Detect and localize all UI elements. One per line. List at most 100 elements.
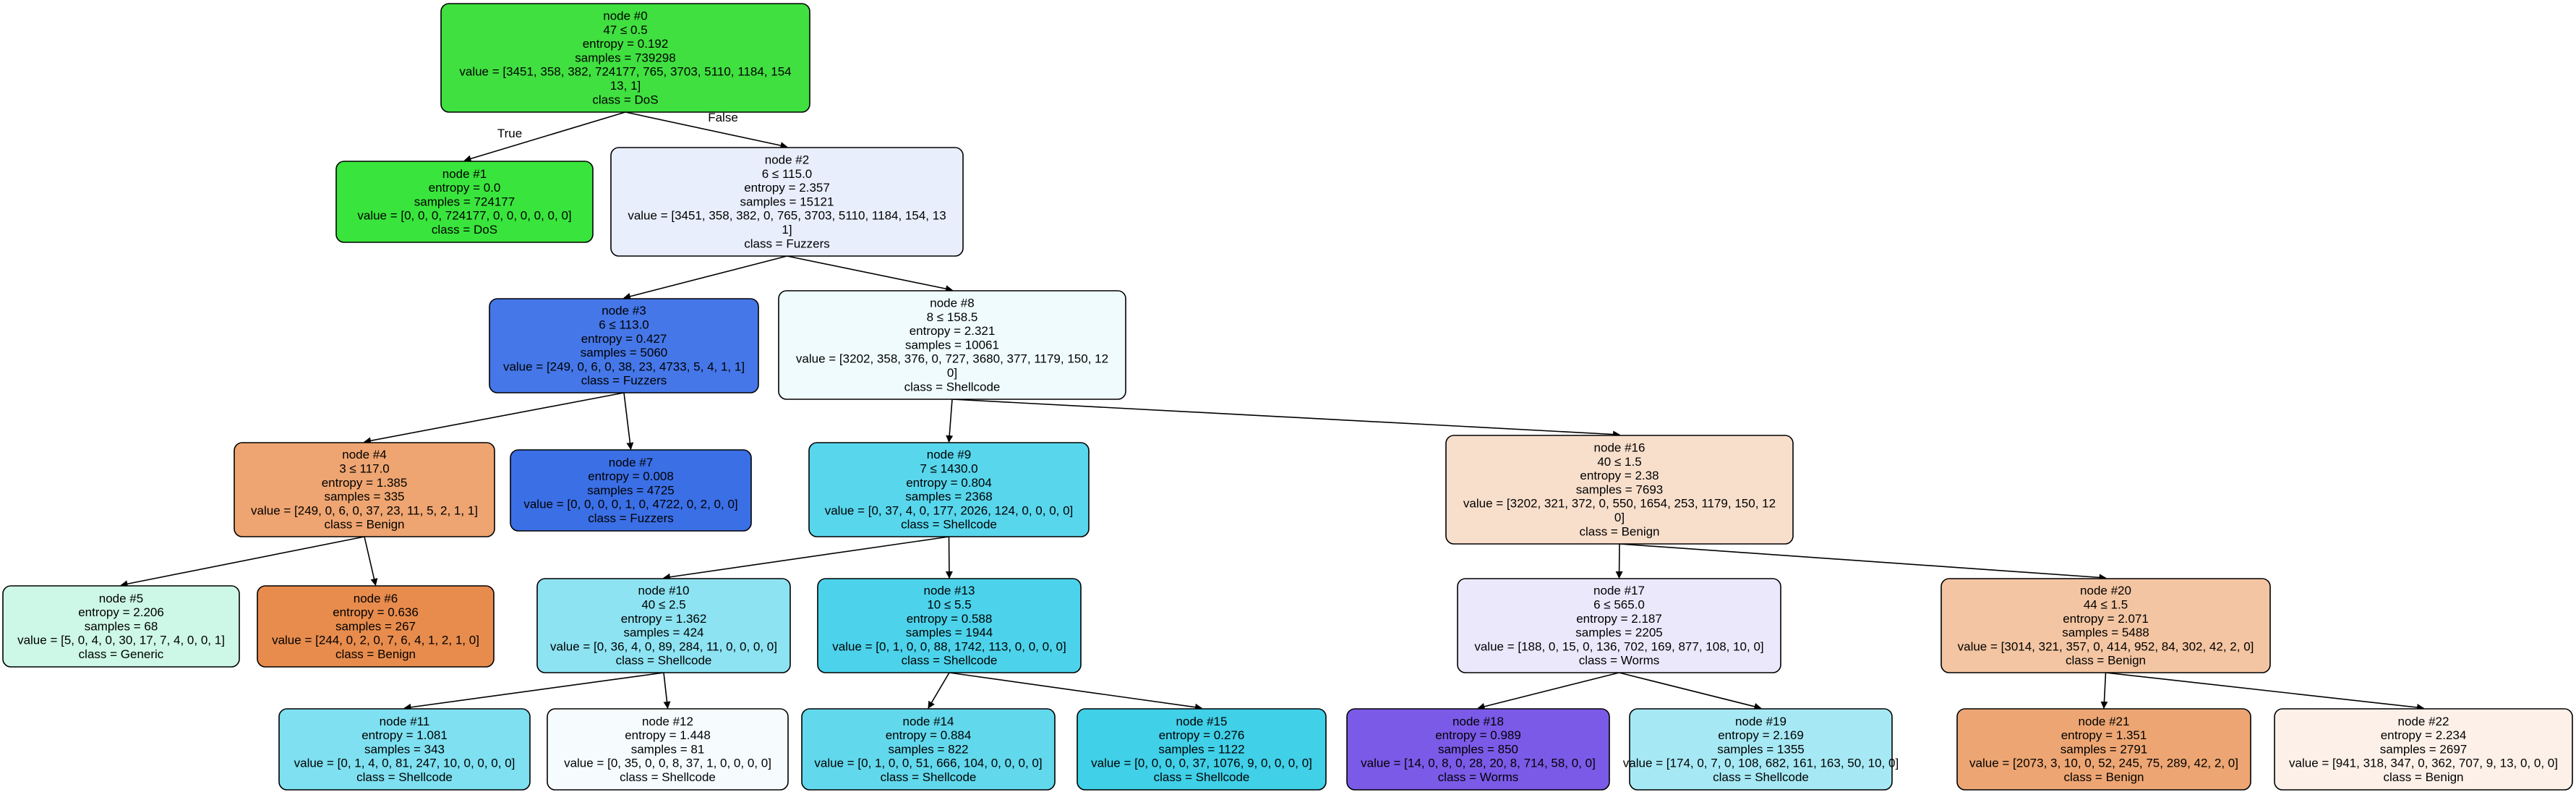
node-text-line: node #12 [642,715,693,728]
node-text-line: node #2 [765,153,809,167]
node-text-line: samples = 2697 [2380,742,2468,756]
node-box [778,290,1126,400]
edge-9-to-13 [945,536,953,579]
node-text-line: node #16 [1594,441,1646,455]
node-text-line: entropy = 0.008 [588,469,674,483]
node-box [489,298,759,393]
node-text-line: entropy = 0.884 [886,728,972,742]
node-box [801,708,1056,791]
node-text-line: value = [0, 0, 0, 0, 1, 0, 4722, 0, 2, 0… [523,498,737,511]
node-text-line: entropy = 1.448 [625,728,711,742]
node-text-line: class = Shellcode [616,654,712,668]
edge-16-to-20 [1619,543,2107,582]
edge-2-to-3 [623,255,787,300]
node-text-line: 1] [782,223,792,237]
node-text-line: samples = 5488 [2062,626,2149,639]
node-text-line: value = [941, 318, 347, 0, 362, 707, 9, … [2289,757,2558,770]
node-text-line: 40 ≤ 1.5 [1597,455,1641,469]
node-text-line: class = Fuzzers [744,237,830,250]
edge-10-to-12 [663,672,671,709]
node-text-line: 6 ≤ 115.0 [762,167,813,181]
node-text-line: value = [249, 0, 6, 0, 38, 23, 4733, 5, … [503,359,745,373]
node-text-line: class = Benign [335,647,416,661]
node-text-line: entropy = 2.38 [1580,469,1659,482]
node-text-line: entropy = 2.187 [1576,612,1662,626]
node-text-line: entropy = 2.206 [78,605,164,619]
node-text-line: entropy = 0.804 [906,476,992,490]
node-text-line: value = [3202, 321, 372, 0, 550, 1654, 2… [1463,497,1776,511]
node-text-line: value = [249, 0, 6, 0, 37, 23, 11, 5, 2,… [251,503,478,517]
node-text-line: samples = 5060 [581,346,668,359]
edge-8-to-9 [946,399,954,443]
node-text-line: samples = 739298 [575,51,675,64]
node-text-line: samples = 822 [888,742,968,756]
node-text-line: class = Shellcode [901,518,997,532]
node-text-line: 7 ≤ 1430.0 [920,461,977,475]
node-text-line: node #3 [602,304,646,318]
node-text-line: samples = 15121 [740,195,834,208]
node-text-line: samples = 1355 [1717,742,1805,756]
node-box [335,161,594,243]
node-text-line: samples = 7693 [1576,482,1664,496]
node-text-line: entropy = 0.636 [333,605,419,619]
node-text-line: value = [0, 1, 0, 0, 51, 666, 104, 0, 0,… [814,757,1042,770]
node-text-line: value = [244, 0, 2, 0, 7, 6, 4, 1, 2, 1,… [272,634,479,647]
node-text-line: node #13 [924,584,975,597]
edge-13-to-14 [928,672,950,709]
node-text-line: value = [0, 0, 0, 724177, 0, 0, 0, 0, 0,… [357,209,571,223]
node-text-line: value = [3451, 358, 382, 0, 765, 3703, 5… [628,209,946,223]
node-text-line: samples = 68 [85,619,158,633]
node-text-line: class = Fuzzers [581,374,667,388]
node-text-line: class = Shellcode [620,770,716,784]
node-text-line: value = [5, 0, 4, 0, 30, 17, 7, 4, 0, 0,… [17,634,225,647]
edge-13-to-15 [949,672,1202,711]
node-text-line: node #21 [2079,715,2130,728]
node-text-line: entropy = 2.234 [2381,728,2467,742]
node-text-line: entropy = 0.989 [1435,728,1521,742]
node-text-line: node #19 [1735,715,1786,728]
node-text-line: entropy = 2.071 [2063,612,2149,626]
edge-0-to-2 [625,111,788,149]
node-box [2,585,240,668]
node-text-line: node #22 [2398,715,2449,728]
node-text-line: entropy = 1.385 [322,476,408,490]
node-text-line: class = Shellcode [881,770,977,784]
edge-4-to-5 [120,536,365,588]
node-text-line: class = Benign [1579,524,1659,538]
edge-17-to-19 [1619,672,1762,710]
node-text-line: 40 ≤ 2.5 [641,597,685,611]
edge-9-to-10 [663,536,949,581]
node-text-line: 8 ≤ 158.5 [927,310,978,324]
node-text-line: node #18 [1452,715,1504,728]
node-text-line: value = [0, 0, 0, 0, 37, 1076, 9, 0, 0, … [1091,757,1312,770]
node-text-line: node #9 [927,448,971,461]
edge-label: True [497,127,522,140]
node-text-line: samples = 2368 [905,490,993,503]
node-text-line: class = Benign [2383,770,2463,784]
node-text-line: value = [0, 1, 0, 0, 88, 1742, 113, 0, 0… [832,639,1066,653]
node-box [1940,578,2271,673]
node-box [1346,708,1610,791]
node-text-line: 10 ≤ 5.5 [927,597,971,611]
node-text-line: value = [14, 0, 8, 0, 28, 20, 8, 714, 58… [1361,757,1596,770]
node-text-line: class = Shellcode [902,654,998,668]
node-text-line: class = Benign [2066,654,2146,668]
node-text-line: class = Benign [324,518,404,532]
node-text-line: samples = 267 [335,619,416,633]
edge-8-to-16 [951,399,1620,438]
node-text-line: entropy = 2.169 [1718,728,1804,742]
node-text-line: 44 ≤ 1.5 [2084,597,2128,611]
node-text-line: node #5 [99,592,143,605]
node-text-line: 47 ≤ 0.5 [603,23,647,37]
node-text-line: samples = 81 [631,742,705,756]
node-text-line: entropy = 1.081 [361,728,448,742]
